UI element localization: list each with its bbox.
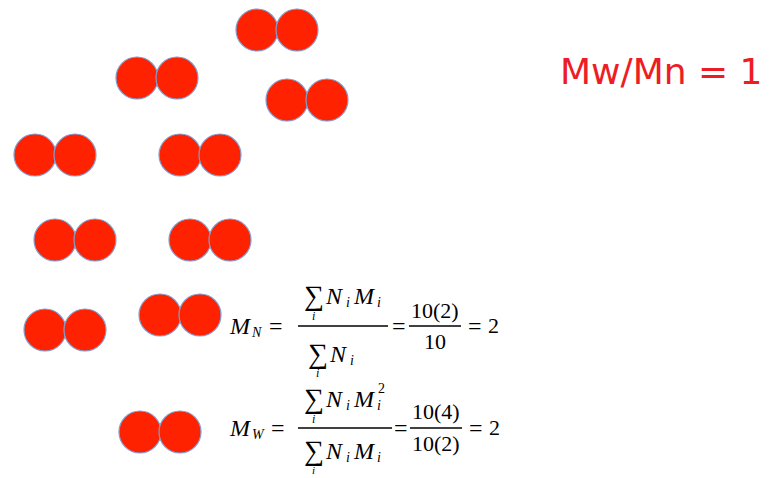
subscript: W [252,428,264,442]
monomer [116,57,158,99]
summation-index: i [312,310,315,322]
summation-index: i [316,367,319,379]
monomer [74,219,116,261]
subscript: i [377,451,381,465]
fraction-bar [298,325,388,326]
monomer [266,79,308,121]
number: 2 [488,315,499,337]
monomer [139,294,181,336]
subscript: i [377,399,381,413]
equals-sign: = [394,416,408,440]
monomer [119,411,161,453]
number: 10(4) [412,401,460,423]
equals-sign: = [469,416,483,440]
number: 2 [489,417,500,439]
dimer-molecules [14,9,348,453]
variable-symbol: M [230,314,250,338]
number: 10(2) [412,433,460,455]
monomer [179,294,221,336]
variable-symbol: M [354,284,374,308]
monomer [236,9,278,51]
subscript: i [346,399,350,413]
variable-symbol: M [230,416,250,440]
monomer [64,309,106,351]
equals-sign: = [269,314,283,338]
equals-sign: = [468,314,482,338]
summation-sign: ∑ [304,282,324,310]
subscript: i [346,296,350,310]
number: 10(2) [411,300,459,322]
summation-index: i [312,413,315,425]
superscript: 2 [378,382,385,396]
monomer [156,57,198,99]
monomer [199,134,241,176]
fraction-bar [410,427,462,428]
monomer [209,219,251,261]
summation-index: i [312,465,315,476]
monomer [54,134,96,176]
variable-symbol: M [354,439,374,463]
fraction-bar [409,325,461,326]
number: 10 [424,331,446,353]
subscript: i [346,451,350,465]
monomer [306,79,348,121]
fraction-bars [298,326,462,428]
variable-symbol: N [326,284,342,308]
summation-sign: ∑ [304,437,324,465]
equals-sign: = [392,314,406,338]
monomer [276,9,318,51]
summation-sign: ∑ [308,340,328,368]
dispersity-ratio: Mw/Mn = 1 [560,54,762,90]
subscript: N [252,326,261,340]
monomer [159,134,201,176]
subscript: i [377,296,381,310]
variable-symbol: N [326,387,342,411]
variable-symbol: N [326,439,342,463]
summation-sign: ∑ [304,385,324,413]
variable-symbol: N [330,342,346,366]
monomer [34,219,76,261]
fraction-bar [298,427,392,428]
subscript: i [350,354,354,368]
monomer [24,309,66,351]
monomer [14,134,56,176]
monomer [159,411,201,453]
equals-sign: = [271,416,285,440]
monomer [169,219,211,261]
variable-symbol: M [354,387,374,411]
